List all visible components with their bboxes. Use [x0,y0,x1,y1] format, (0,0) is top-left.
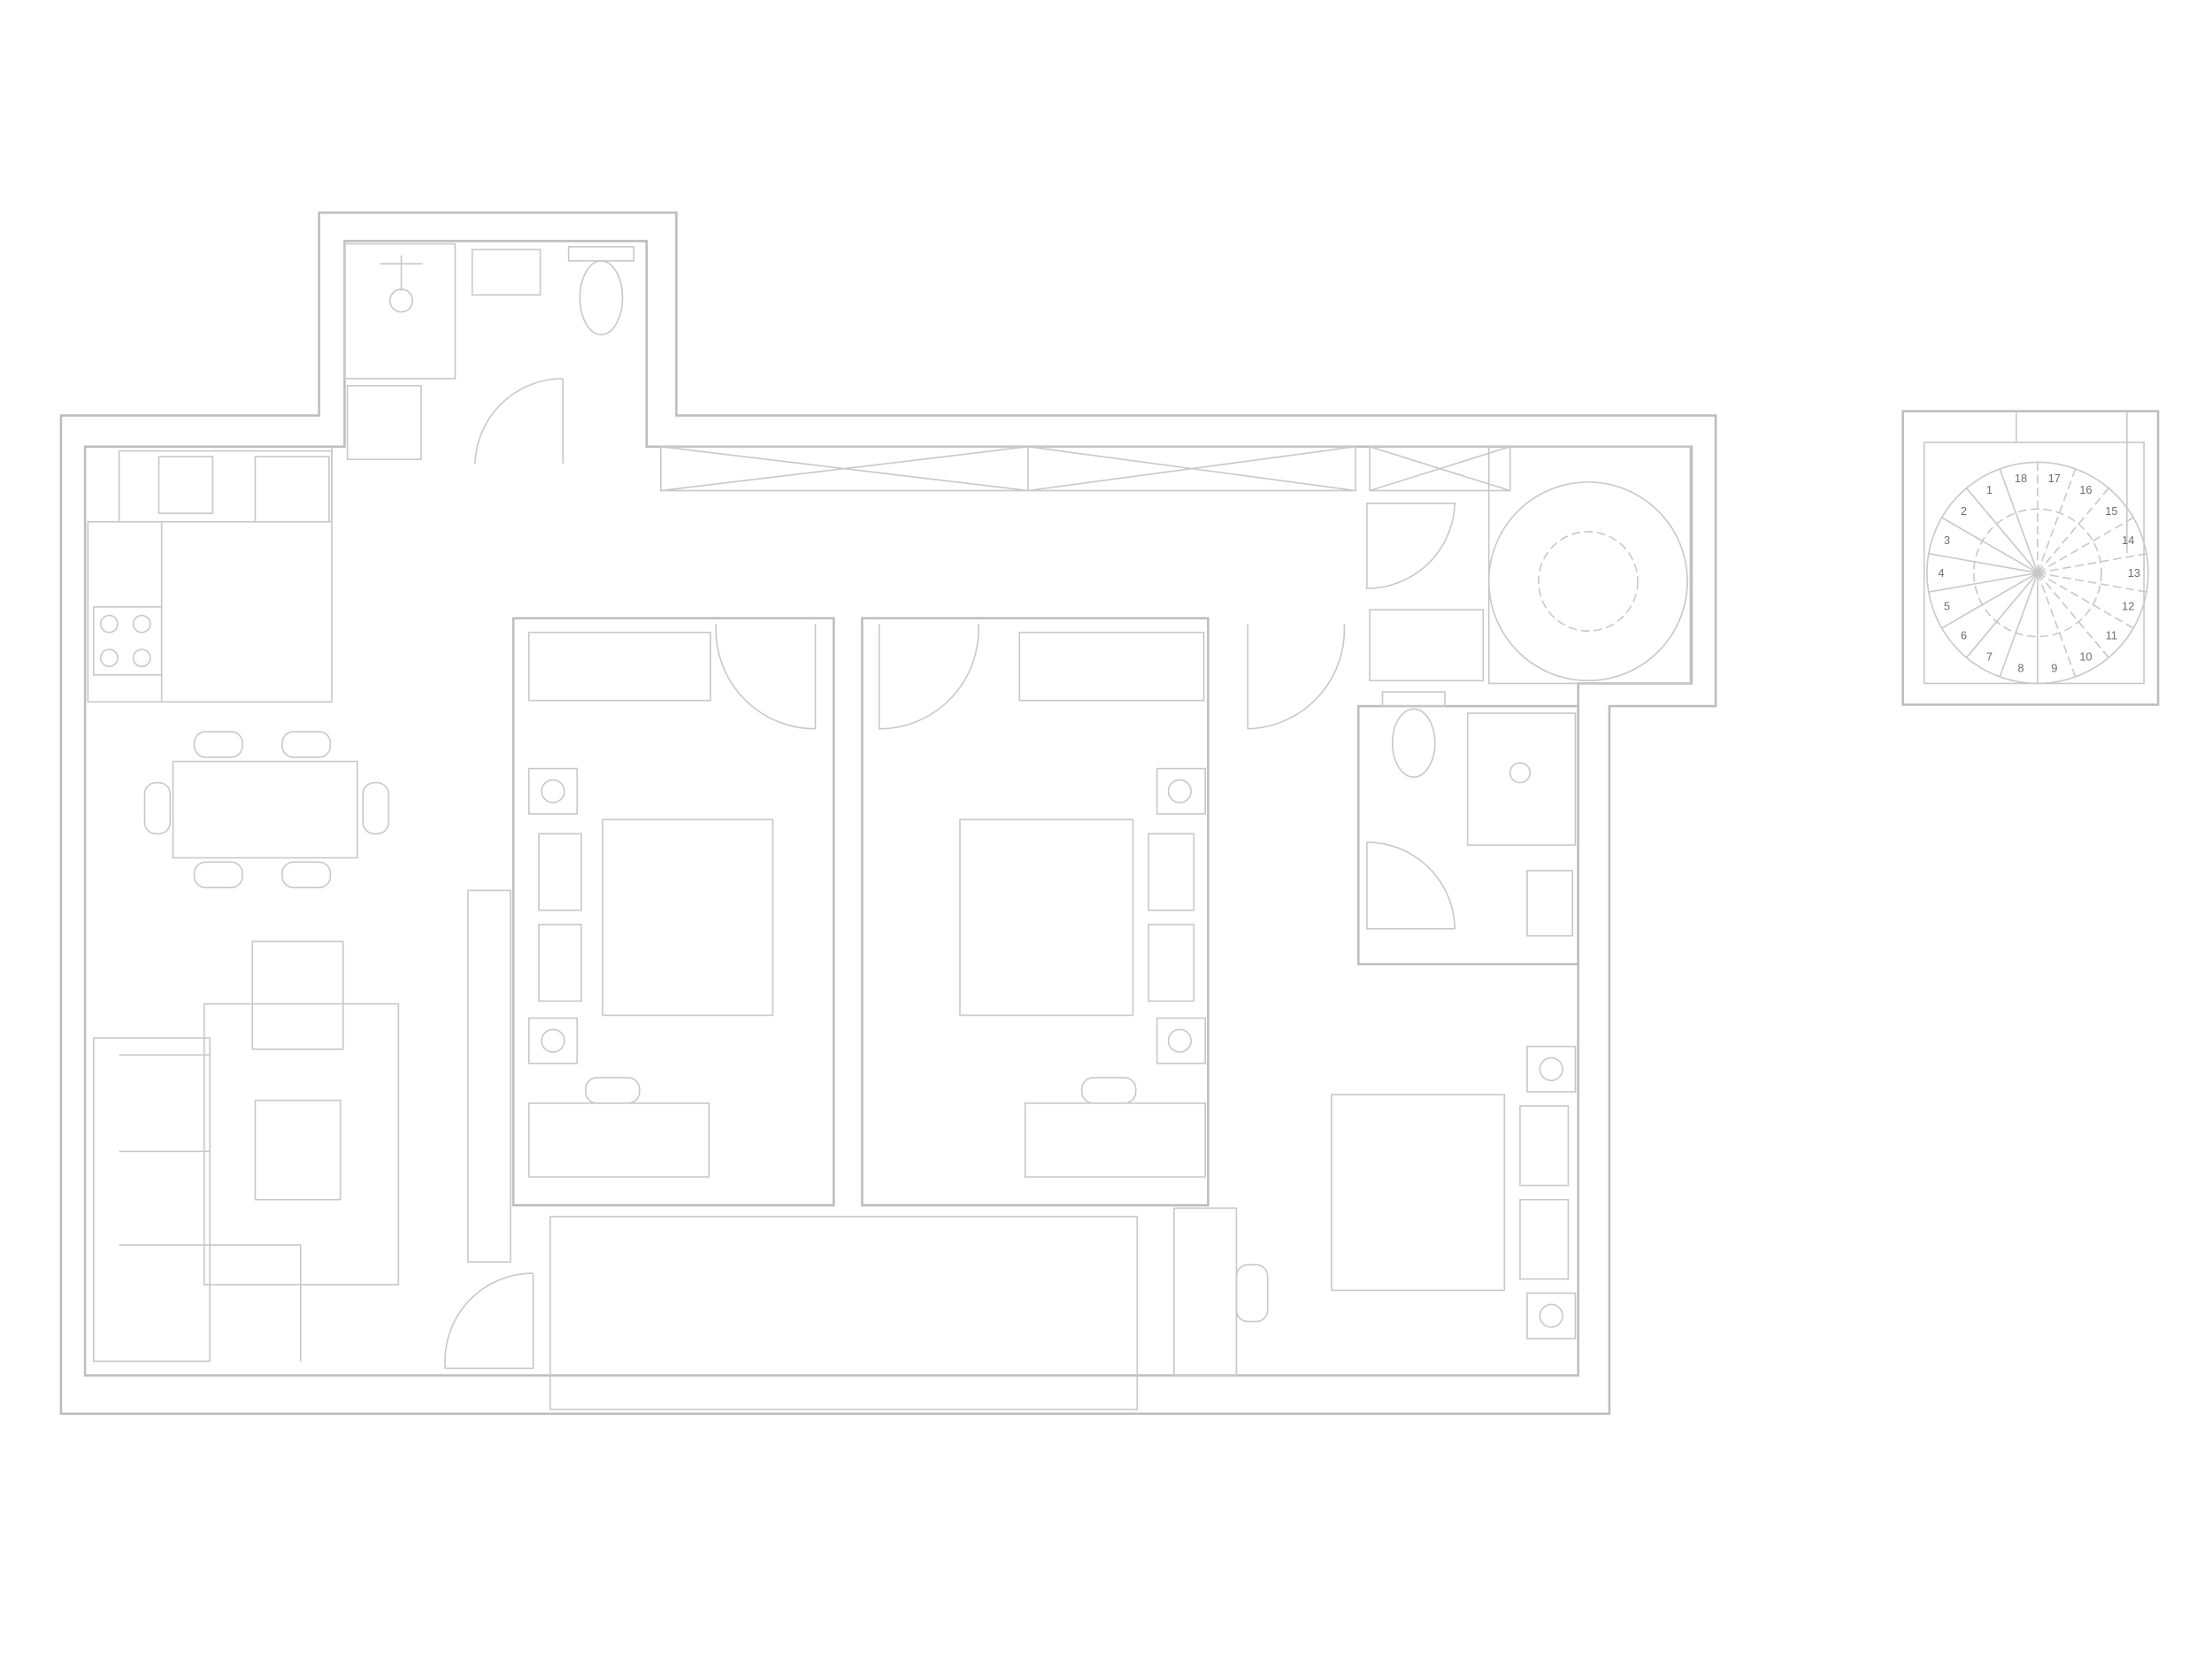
stair-step-number: 14 [2122,534,2134,547]
stair-step-number: 16 [2079,483,2092,496]
stair-step-number: 9 [2051,662,2057,675]
kitchen [87,446,333,703]
stair-tread [1965,572,2039,658]
stair-tread [2037,517,2134,574]
stair-tread [1965,488,2039,573]
stair-tread [2037,572,2077,678]
stair-step-number: 7 [1986,650,1993,664]
stair-tread [2037,572,2109,658]
stair-tread [1999,572,2039,678]
stair-step-number: 1 [1986,483,1993,496]
stair-tread [2037,488,2109,573]
stair-tread [1941,572,2039,629]
stair-step-number: 12 [2122,600,2134,613]
stair-tread [1999,468,2039,573]
stair-step-number: 8 [2017,662,2024,675]
stair-step-number: 3 [1944,534,1950,547]
stair-step-number: 10 [2079,650,2092,664]
stair-step-number: 2 [1961,504,1967,518]
bedroom-1 [511,617,835,1207]
stair-step-number: 15 [2105,504,2117,518]
living-room [92,889,534,1370]
stair-step-number: 13 [2128,566,2140,580]
stair-step-number: 6 [1961,628,1967,641]
stair-tread [1928,552,2039,574]
bathroom-right [1356,503,1579,966]
stair-tread [2037,572,2134,629]
bedroom-3 [1173,1045,1577,1377]
stair-tread [1941,517,2039,574]
stair-tread [2037,552,2147,574]
wardrobes-top [659,446,1511,492]
bathroom-top [343,242,635,465]
stair-step-number: 17 [2048,472,2061,485]
bedroom-2 [861,617,1346,1207]
stair-step-number: 4 [1938,566,1944,580]
dining-table [143,731,389,889]
stair-tread [2037,572,2147,593]
balcony [549,1216,1139,1410]
stair-step-number: 5 [1944,600,1950,613]
stair-tread [1928,572,2039,593]
spiral-stair-main [1487,446,1692,685]
stair-step-number: 18 [2015,472,2027,485]
stair-tread [2037,468,2077,573]
stair-step-number: 11 [2106,628,2117,641]
